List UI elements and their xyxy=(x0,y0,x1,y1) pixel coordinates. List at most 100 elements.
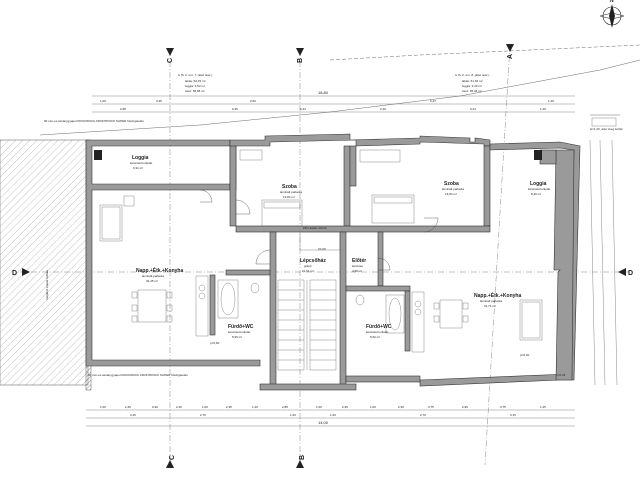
fixture-right-toilet xyxy=(355,294,365,306)
fixture-right-bathtub xyxy=(385,294,405,334)
wall-internal-horizontal xyxy=(235,225,491,233)
dimension-lines-bottom xyxy=(86,409,575,427)
svg-text:1,20: 1,20 xyxy=(252,405,258,409)
door-swing-right-entry xyxy=(377,257,391,271)
dimension-lines-right xyxy=(589,139,618,386)
svg-text:1,20: 1,20 xyxy=(290,413,296,417)
svg-text:0,44: 0,44 xyxy=(470,107,476,111)
svg-text:1,20: 1,20 xyxy=(540,107,546,111)
fixture-left-bathtub xyxy=(217,279,239,319)
svg-text:laminált parketta: laminált parketta xyxy=(480,299,502,303)
svg-text:gránit: gránit xyxy=(304,264,312,268)
svg-text:31,71 m²: 31,71 m² xyxy=(484,304,496,308)
svg-text:0,35: 0,35 xyxy=(232,107,238,111)
svg-text:Fürdő+WC: Fürdő+WC xyxy=(366,324,392,330)
svg-text:B: B xyxy=(299,455,306,460)
svg-text:0,44: 0,44 xyxy=(300,107,306,111)
svg-text:Fürdő+WC: Fürdő+WC xyxy=(228,324,254,330)
svg-text:laminált parketta: laminált parketta xyxy=(442,187,464,191)
svg-text:13,84 m²: 13,84 m² xyxy=(283,195,295,199)
dimension-labels-top-row1: 1,00 3,45 2,60 6,47 1,20 xyxy=(100,99,554,103)
furniture-right-sofa xyxy=(519,299,543,341)
note-right-rail: H=1,20, alsó üveg korlát xyxy=(590,127,623,131)
dimension-total-bottom: 14,00 xyxy=(318,420,329,425)
door-swing-left-entry xyxy=(255,249,271,265)
axis-label-d-right: D xyxy=(618,268,633,277)
furniture-left-dining-table xyxy=(131,289,173,323)
wall-bath-right-side xyxy=(404,290,411,352)
dimension-lines-top xyxy=(92,95,575,113)
svg-text:5,90 m²: 5,90 m² xyxy=(232,335,242,339)
svg-text:kerámia burkolat: kerámia burkolat xyxy=(130,161,152,165)
property-line-dash xyxy=(329,44,640,61)
svg-text:Lépcsőház: Lépcsőház xyxy=(300,258,326,264)
svg-text:32,45 m²: 32,45 m² xyxy=(146,279,158,283)
svg-text:B: B xyxy=(297,58,304,63)
svg-text:21,51 m²: 21,51 m² xyxy=(302,269,314,273)
svg-text:1,00: 1,00 xyxy=(202,405,208,409)
svg-text:lakás: 62,15 m²: lakás: 62,15 m² xyxy=(185,79,206,83)
svg-text:1,00: 1,00 xyxy=(370,405,376,409)
wall-bath-left-side xyxy=(209,274,216,336)
furniture-right-bed xyxy=(371,194,415,224)
room-label-bath-left: Fürdő+WC kerámia burkolat 5,90 m² xyxy=(228,324,254,339)
room-label-loggia-right: Loggia kerámia burkolat 8,40 m² xyxy=(528,181,550,196)
svg-text:2,85: 2,85 xyxy=(282,405,288,409)
svg-text:C: C xyxy=(167,58,174,63)
north-arrow-icon: N xyxy=(599,0,625,28)
svg-text:2,30: 2,30 xyxy=(398,405,404,409)
svg-text:PEV-ELEK-AKNA: PEV-ELEK-AKNA xyxy=(303,226,327,230)
svg-text:Napp.+Étk.+Konyha: Napp.+Étk.+Konyha xyxy=(136,266,183,274)
svg-text:lakás: 61,94 m²: lakás: 61,94 m² xyxy=(462,79,483,83)
furniture-left-sofa xyxy=(99,204,123,242)
svg-text:3,45: 3,45 xyxy=(130,413,136,417)
svg-text:1,00: 1,00 xyxy=(100,405,106,409)
svg-text:1,25: 1,25 xyxy=(540,405,546,409)
wall-loggia-right xyxy=(483,145,491,227)
svg-text:2,70: 2,70 xyxy=(420,413,426,417)
svg-text:meglévő épület tűzfala: meglévő épület tűzfala xyxy=(45,270,49,300)
dimension-total-top: 18,80 xyxy=(318,90,329,95)
wall-bedroom-left-a xyxy=(229,145,237,227)
outer-wall-right-side xyxy=(553,149,575,381)
grid-axis-a xyxy=(484,44,511,466)
svg-text:N: N xyxy=(610,0,614,4)
note-roof-insulation-top: 90 mm-es ásványgyapot ROCKWOOL FRONTROCK… xyxy=(44,119,144,123)
svg-text:90 mm-es ásványgyapot ROCKWOOL: 90 mm-es ásványgyapot ROCKWOOL FRONTROCK… xyxy=(44,119,144,123)
svg-text:2,95: 2,95 xyxy=(462,405,468,409)
svg-text:9,31 m²: 9,31 m² xyxy=(133,166,143,170)
svg-text:13,84 m²: 13,84 m² xyxy=(445,192,457,196)
svg-text:4,68 m²: 4,68 m² xyxy=(352,269,362,273)
svg-text:D: D xyxy=(628,270,633,277)
note-roof-insulation-bottom: 90 mm-es ásványgyapot ROCKWOOL FRONTROCK… xyxy=(88,373,188,377)
svg-text:loggia: 3,53 m²: loggia: 3,53 m² xyxy=(185,84,205,88)
column-loggia-left xyxy=(94,150,102,160)
svg-text:2,70: 2,70 xyxy=(200,413,206,417)
svg-text:laminált parketta: laminált parketta xyxy=(280,190,302,194)
dimension-labels-bottom-row2: 3,45 2,70 1,20 1,20 2,70 3,15 xyxy=(130,413,516,417)
axis-label-c-top: C xyxy=(166,48,174,63)
svg-text:1,20: 1,20 xyxy=(548,99,554,103)
furniture-left-armchair xyxy=(123,195,135,207)
door-swing-right-bedroom xyxy=(423,217,439,233)
dimension-labels-bottom-row1: 1,00 2,45 0,30 2,40 1,00 2,35 1,20 2,85 … xyxy=(100,405,546,409)
left-apartment-header: C fh. 2. em. 7. (alsó tesz.) lakás: 62,1… xyxy=(178,73,212,93)
svg-text:A: A xyxy=(507,54,514,59)
wall-right-loggia-corner xyxy=(539,149,557,165)
svg-text:2,45: 2,45 xyxy=(125,405,131,409)
svg-text:2,60: 2,60 xyxy=(250,99,256,103)
lift-shaft: PEV-ELEK-AKNA xyxy=(299,226,341,251)
svg-text:1,00: 1,00 xyxy=(316,405,322,409)
room-label-stair: Lépcsőház gránit 21,51 m² xyxy=(300,258,326,273)
column-loggia-right xyxy=(534,150,542,160)
svg-text:C fh. 2. em. 7. (alsó tesz.): C fh. 2. em. 7. (alsó tesz.) xyxy=(178,73,212,77)
svg-text:90 mm-es ásványgyapot ROCKWOOL: 90 mm-es ásványgyapot ROCKWOOL FRONTROCK… xyxy=(88,373,188,377)
axis-label-a-top: A xyxy=(506,44,514,59)
axis-label-d-left: D xyxy=(12,268,30,277)
wall-core-stair-right xyxy=(339,231,347,387)
note-left-firewall: meglévő épület tűzfala xyxy=(45,270,49,300)
level-marker-b: p=6,60 xyxy=(210,341,220,345)
property-line xyxy=(39,59,640,136)
wall-core-mid xyxy=(349,145,357,187)
svg-text:Napp.+Étk.+Konyha: Napp.+Étk.+Konyha xyxy=(474,291,521,299)
